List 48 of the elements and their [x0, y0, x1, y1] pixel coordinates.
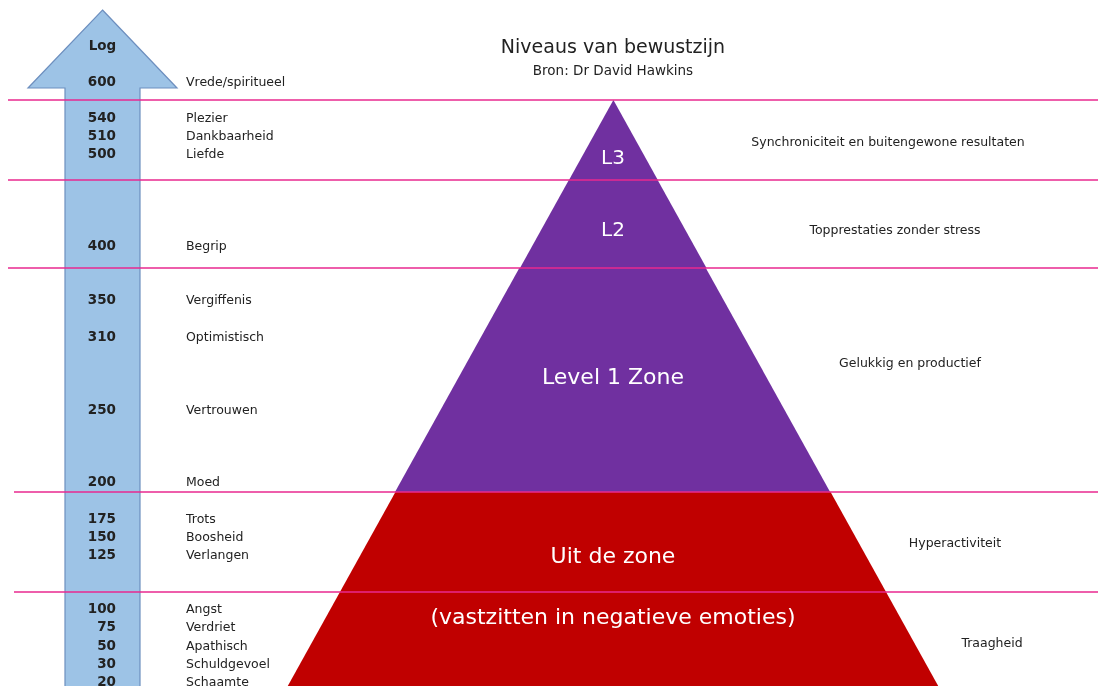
level-number: 310 [87, 327, 116, 345]
level-description: Hyperactiviteit [908, 533, 1002, 551]
emotion-label: Begrip [186, 236, 227, 254]
emotion-label: Schuldgevoel [186, 654, 270, 672]
level-label: L3 [601, 145, 625, 169]
level-description: Gelukkig en productief [839, 353, 981, 371]
emotion-label: Verdriet [186, 617, 236, 635]
level-number: 30 [97, 654, 116, 672]
level-description: Topprestaties zonder stress [809, 220, 981, 238]
level-number: 400 [87, 236, 116, 254]
level-number: 50 [97, 636, 116, 654]
level-label: L2 [601, 217, 625, 241]
level-number: 75 [97, 617, 116, 635]
level-description: Synchroniciteit en buitengewone resultaten [751, 132, 1025, 150]
emotion-label: Boosheid [186, 527, 244, 545]
emotion-label: Trots [186, 509, 216, 527]
emotion-label: Schaamte [186, 672, 249, 686]
subtitle: Bron: Dr David Hawkins [532, 61, 694, 79]
level-label: Uit de zone [550, 542, 676, 570]
title: Niveaus van bewustzijn [499, 34, 727, 58]
emotion-label: Vrede/spiritueel [186, 72, 286, 90]
emotion-label: Apathisch [186, 636, 248, 654]
level-number: 250 [87, 400, 116, 418]
level-number: 100 [87, 599, 116, 617]
level-number: 510 [87, 126, 116, 144]
emotion-label: Vertrouwen [186, 400, 258, 418]
emotion-label: Vergiffenis [186, 290, 252, 308]
level-label: Level 1 Zone [541, 363, 684, 391]
level-number: 600 [87, 72, 116, 90]
level-label: (vastzitten in negatieve emoties) [430, 603, 796, 631]
emotion-label: Optimistisch [186, 327, 264, 345]
level-number: 350 [87, 290, 116, 308]
level-number: 540 [87, 108, 116, 126]
up-arrow [28, 10, 177, 686]
emotion-label: Plezier [186, 108, 228, 126]
emotion-label: Moed [186, 472, 221, 490]
level-number: 200 [87, 472, 116, 490]
level-number: 500 [87, 144, 116, 162]
level-number: 150 [87, 527, 116, 545]
level-number: 20 [97, 672, 116, 686]
emotion-label: Dankbaarheid [186, 126, 274, 144]
emotion-label: Liefde [186, 144, 225, 162]
emotion-label: Angst [186, 599, 222, 617]
level-description: Traagheid [961, 633, 1023, 651]
level-number: 175 [87, 509, 116, 527]
level-number: 125 [87, 545, 116, 563]
scale-label: Log [88, 36, 117, 54]
emotion-label: Verlangen [186, 545, 249, 563]
